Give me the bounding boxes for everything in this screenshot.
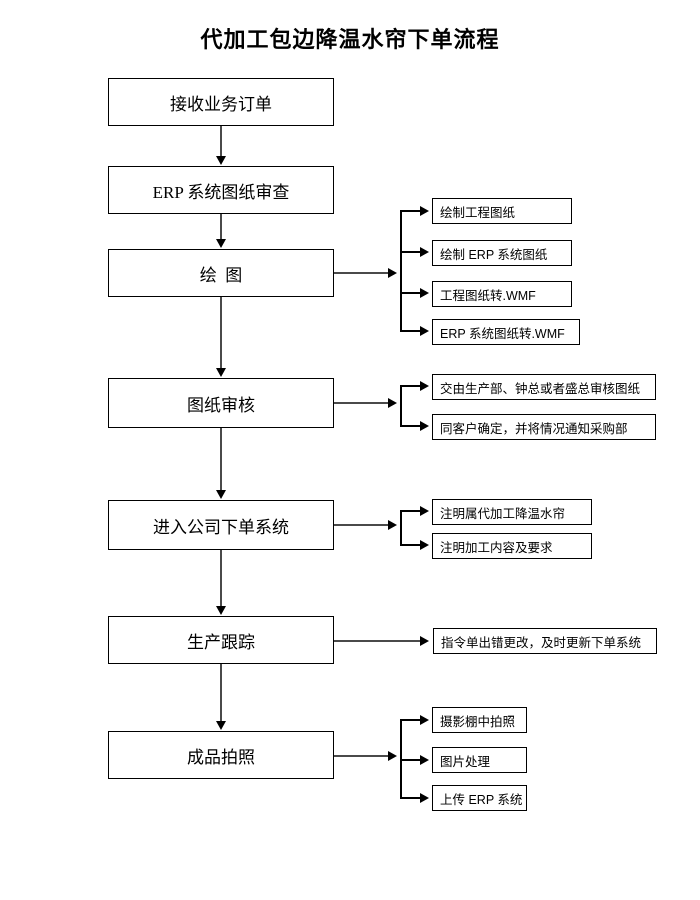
flow-node-label: 进入公司下单系统 [153, 517, 289, 537]
arrowhead-right-icon [420, 755, 429, 765]
arrowhead-right-icon [388, 751, 397, 761]
branch-node-label: 同客户确定，并将情况通知采购部 [440, 421, 628, 436]
flow-node-drawing-approval[interactable]: 图纸审核 [108, 378, 334, 428]
flow-node-drawing[interactable]: 绘 图 [108, 249, 334, 297]
flow-node-label: 接收业务订单 [170, 94, 272, 114]
branch-node-label: 交由生产部、钟总或者盛总审核图纸 [440, 381, 641, 396]
branch-node-submit-to-production-dept[interactable]: 交由生产部、钟总或者盛总审核图纸 [432, 374, 656, 400]
branch-stub [400, 797, 422, 799]
branch-node-draw-erp-drawing[interactable]: 绘制 ERP 系统图纸 [432, 240, 572, 266]
arrowhead-right-icon [420, 381, 429, 391]
branch-stub [400, 251, 422, 253]
connector-drawing-branch-trunk [334, 272, 389, 274]
branch-node-note-process-content[interactable]: 注明加工内容及要求 [432, 533, 592, 559]
branch-node-image-processing[interactable]: 图片处理 [432, 747, 527, 773]
connector-photo-branch-trunk [334, 755, 389, 757]
branch-node-label: 图片处理 [440, 754, 491, 769]
flow-node-label: 绘 图 [199, 265, 243, 285]
arrowhead-right-icon [388, 398, 397, 408]
arrowhead-down-icon [216, 156, 226, 165]
branch-stub [400, 330, 422, 332]
arrowhead-right-icon [388, 520, 397, 530]
branch-stub [400, 292, 422, 294]
arrowhead-right-icon [420, 247, 429, 257]
flow-node-erp-drawing-review[interactable]: ERP 系统图纸审查 [108, 166, 334, 214]
flow-node-receive-order[interactable]: 接收业务订单 [108, 78, 334, 126]
arrowhead-down-icon [216, 368, 226, 377]
branch-node-label: 注明加工内容及要求 [440, 540, 553, 555]
connector-erp-to-drawing [220, 214, 222, 240]
branch-node-studio-photography[interactable]: 摄影棚中拍照 [432, 707, 527, 733]
branch-node-update-order-system[interactable]: 指令单出错更改，及时更新下单系统 [433, 628, 657, 654]
connector-order-system-to-tracking [220, 550, 222, 607]
branch-stub [400, 510, 422, 512]
page-title: 代加工包边降温水帘下单流程 [200, 27, 500, 52]
branch-stub [400, 425, 422, 427]
branch-stub [400, 544, 422, 546]
flow-node-label: ERP 系统图纸审查 [152, 182, 290, 202]
connector-approval-to-order-system [220, 428, 222, 491]
arrowhead-right-icon [420, 540, 429, 550]
branch-node-engineering-drawing-to-wmf[interactable]: 工程图纸转.WMF [432, 281, 572, 307]
flow-node-label: 成品拍照 [187, 747, 255, 767]
connector-order-system-branch-trunk [334, 524, 389, 526]
branch-node-note-oem-cooling-pad[interactable]: 注明属代加工降温水帘 [432, 499, 592, 525]
branch-node-label: ERP 系统图纸转.WMF [440, 326, 565, 341]
arrowhead-right-icon [420, 636, 429, 646]
arrowhead-right-icon [420, 715, 429, 725]
arrowhead-right-icon [420, 326, 429, 336]
branch-node-draw-engineering-drawing[interactable]: 绘制工程图纸 [432, 198, 572, 224]
branch-node-upload-to-erp[interactable]: 上传 ERP 系统 [432, 785, 527, 811]
branch-node-erp-drawing-to-wmf[interactable]: ERP 系统图纸转.WMF [432, 319, 580, 345]
connector-approval-branch-trunk [334, 402, 389, 404]
flow-node-finished-product-photo[interactable]: 成品拍照 [108, 731, 334, 779]
branch-node-label: 摄影棚中拍照 [440, 714, 516, 729]
branch-spine-drawing [400, 210, 402, 331]
flow-node-production-tracking[interactable]: 生产跟踪 [108, 616, 334, 664]
arrowhead-right-icon [420, 506, 429, 516]
arrowhead-down-icon [216, 490, 226, 499]
branch-spine-approval [400, 385, 402, 427]
branch-stub [400, 210, 422, 212]
flow-node-label: 图纸审核 [187, 395, 255, 415]
arrowhead-down-icon [216, 721, 226, 730]
branch-node-label: 工程图纸转.WMF [440, 288, 536, 303]
branch-node-label: 注明属代加工降温水帘 [440, 506, 566, 521]
branch-stub [400, 719, 422, 721]
arrowhead-right-icon [420, 206, 429, 216]
connector-receive-to-erp [220, 126, 222, 157]
arrowhead-down-icon [216, 239, 226, 248]
arrowhead-right-icon [420, 793, 429, 803]
arrowhead-right-icon [420, 288, 429, 298]
branch-node-label: 指令单出错更改，及时更新下单系统 [441, 635, 642, 650]
arrowhead-right-icon [388, 268, 397, 278]
branch-node-confirm-with-customer[interactable]: 同客户确定，并将情况通知采购部 [432, 414, 656, 440]
branch-stub [400, 385, 422, 387]
arrowhead-down-icon [216, 606, 226, 615]
arrowhead-right-icon [420, 421, 429, 431]
connector-tracking-to-photo [220, 664, 222, 722]
flow-node-enter-order-system[interactable]: 进入公司下单系统 [108, 500, 334, 550]
branch-node-label: 绘制工程图纸 [440, 205, 516, 220]
branch-node-label: 绘制 ERP 系统图纸 [440, 247, 548, 262]
branch-node-label: 上传 ERP 系统 [440, 792, 523, 807]
connector-drawing-to-approval [220, 297, 222, 369]
flow-node-label: 生产跟踪 [187, 632, 255, 652]
branch-stub [400, 759, 422, 761]
branch-spine-order-system [400, 510, 402, 546]
connector-tracking-branch-trunk [334, 640, 422, 642]
